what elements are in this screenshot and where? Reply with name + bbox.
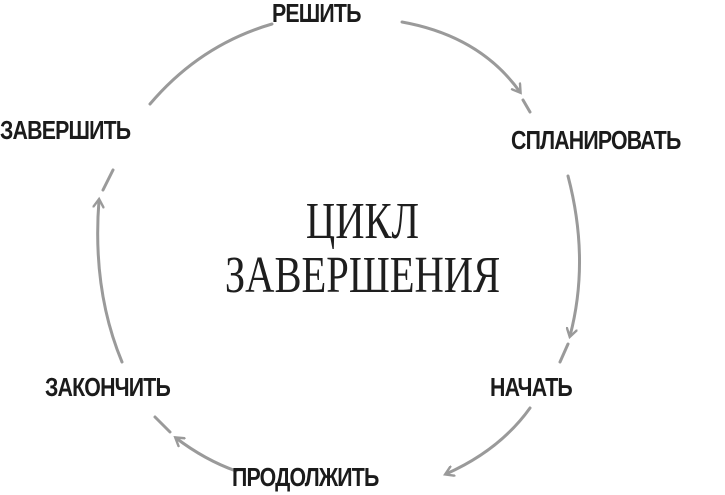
arrow-continue-to-finish	[176, 438, 238, 473]
step-finish: ЗАКОНЧИТЬ	[45, 372, 171, 402]
arrow-start-to-continue	[446, 406, 532, 474]
diagram-title-line1: ЦИКЛ	[305, 193, 420, 250]
arrow-finish-to-complete	[98, 200, 124, 364]
arrow-complete-to-decide	[148, 22, 274, 106]
step-plan: СПЛАНИРОВАТЬ	[511, 125, 681, 155]
step-continue: ПРОДОЛЖИТЬ	[232, 462, 379, 492]
diagram-title-line2: ЗАВЕРШЕНИЯ	[224, 247, 501, 304]
arrow-plan-to-start	[568, 174, 582, 336]
step-start: НАЧАТЬ	[490, 372, 573, 402]
step-decide: РЕШИТЬ	[272, 0, 361, 28]
step-complete: ЗАВЕРШИТЬ	[0, 115, 131, 145]
arrow-decide-to-plan	[400, 20, 520, 92]
